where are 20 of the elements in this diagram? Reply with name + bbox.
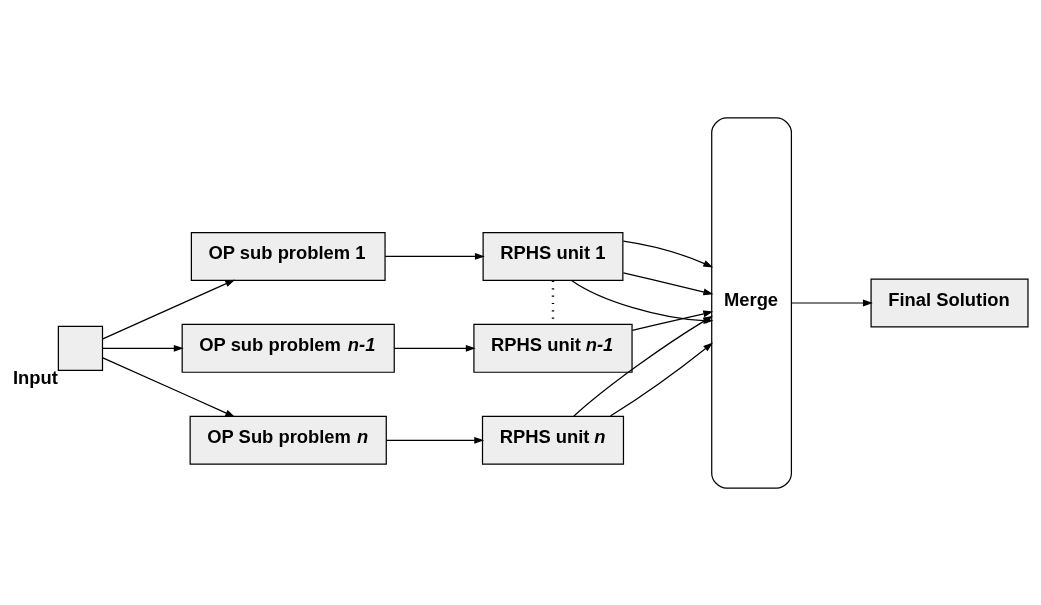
node-box: RPHS unit n <box>481 415 625 465</box>
arrow <box>790 299 873 306</box>
node-box: Merge <box>711 116 792 489</box>
node-box: OP sub problem 1 <box>190 231 386 281</box>
arrow <box>385 436 485 444</box>
arrow <box>609 342 713 417</box>
arrow <box>384 252 485 260</box>
node-label: Input <box>13 366 58 388</box>
arrow <box>622 271 714 295</box>
node-box <box>57 325 104 371</box>
node-box: OP sub problem n-1 <box>181 323 395 373</box>
arrow <box>622 239 714 267</box>
arrow <box>102 279 236 339</box>
arrow <box>102 344 184 352</box>
node-box: OP Sub problem n <box>189 415 387 465</box>
node-box: RPHS unit 1 <box>482 231 624 281</box>
node-box: RPHS unit n-1 <box>473 323 633 373</box>
arrow <box>393 344 476 352</box>
arrow <box>102 356 236 417</box>
node-box: Final Solution <box>870 278 1029 327</box>
